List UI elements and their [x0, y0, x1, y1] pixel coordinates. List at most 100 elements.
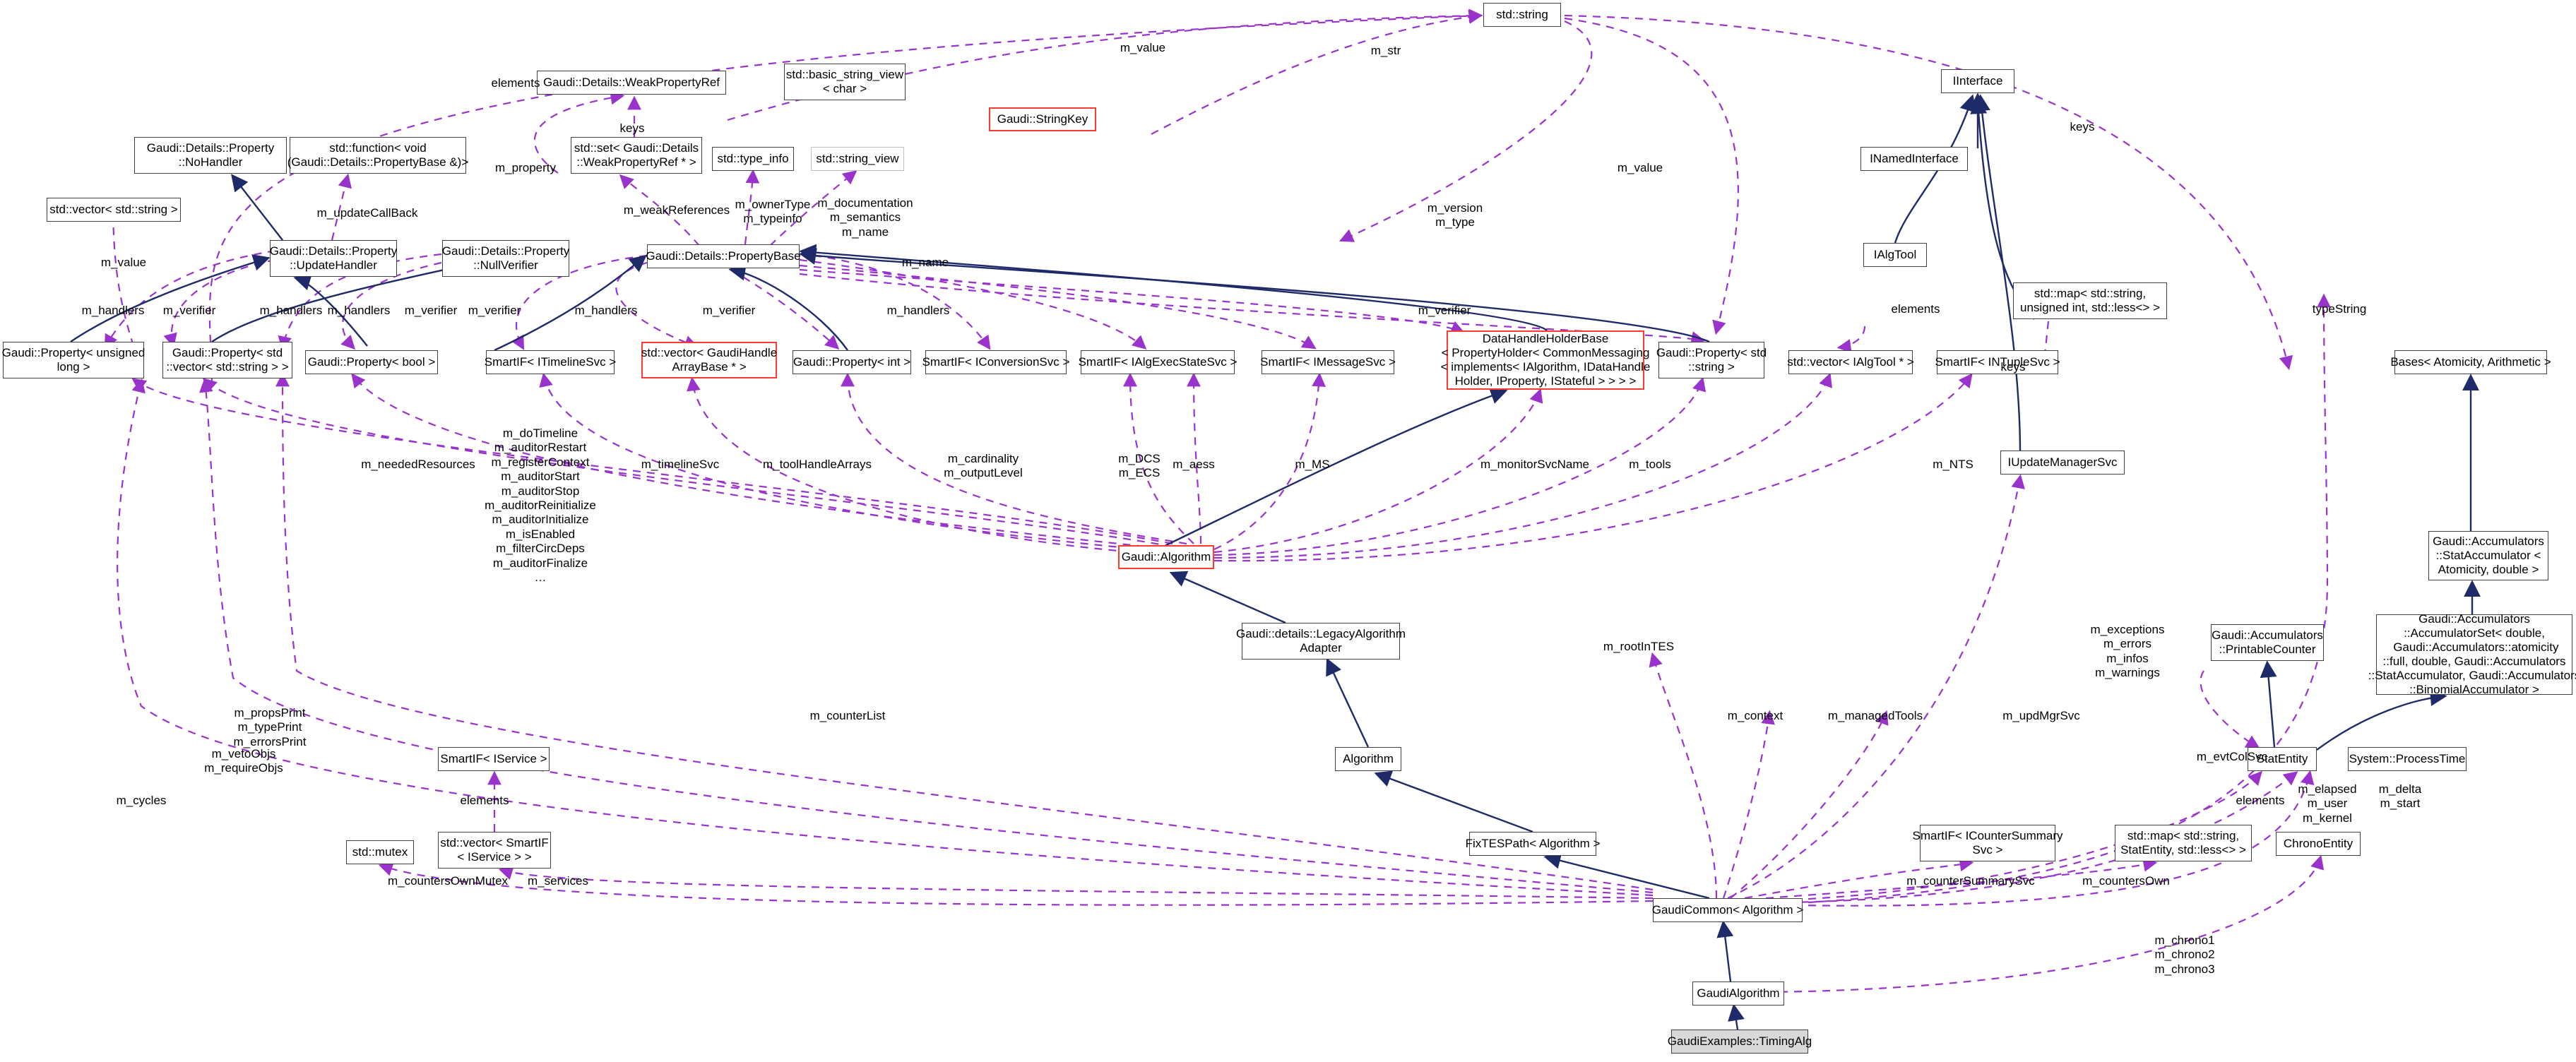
- class-node-smartif_iservice[interactable]: SmartIF< IService >: [438, 747, 550, 771]
- edge-label: m_NTS: [1933, 458, 1973, 471]
- edge-label: m_counterList: [809, 709, 886, 722]
- class-node-smartif_conv[interactable]: SmartIF< IConversionSvc >: [922, 350, 1069, 374]
- edge-label: m_verifier: [702, 304, 756, 317]
- class-node-ialgtool[interactable]: IAlgTool: [1863, 243, 1927, 267]
- class-node-prop_bool[interactable]: Gaudi::Property< bool >: [305, 350, 438, 374]
- class-node-string_view[interactable]: std::string_view: [811, 147, 904, 171]
- class-node-smartif_ctrsum[interactable]: SmartIF< ICounterSummary Svc >: [1912, 825, 2063, 861]
- class-node-smartif_msg[interactable]: SmartIF< IMessageSvc >: [1260, 350, 1396, 374]
- class-node-iupdatemanager[interactable]: IUpdateManagerSvc: [2000, 451, 2125, 475]
- class-node-dhhbase[interactable]: DataHandleHolderBase < PropertyHolder< C…: [1441, 330, 1650, 390]
- class-node-prop_ulong[interactable]: Gaudi::Property< unsigned long >: [2, 342, 145, 378]
- class-node-std_function[interactable]: std::function< void (Gaudi::Details::Pro…: [287, 137, 468, 174]
- edge-label: m_handlers: [81, 304, 145, 317]
- class-node-vec_handlearray[interactable]: std::vector< GaudiHandle ArrayBase * >: [641, 342, 777, 378]
- edge-label: m_DCS m_ECS: [1118, 452, 1161, 480]
- class-node-statentity[interactable]: StatEntity: [2248, 747, 2317, 771]
- edge-label: m_vetoObjs m_requireObjs: [204, 747, 283, 775]
- class-node-nohandler[interactable]: Gaudi::Details::Property ::NoHandler: [134, 137, 287, 174]
- edge-label: m_neededResources: [361, 458, 475, 471]
- edge-label: m_verifier: [1418, 304, 1471, 317]
- class-node-prop_vecstr[interactable]: Gaudi::Property< std ::vector< std::stri…: [162, 342, 292, 378]
- edge-label: m_value: [1617, 161, 1663, 174]
- class-node-inamedinterface[interactable]: INamedInterface: [1860, 147, 1968, 171]
- class-node-nullverifier[interactable]: Gaudi::Details::Property ::NullVerifier: [442, 240, 569, 277]
- edge-label: m_elapsed m_user m_kernel: [2298, 782, 2357, 825]
- edge-label: m_cardinality m_outputLevel: [944, 452, 1023, 480]
- edge-label: m_verifier: [404, 304, 458, 317]
- edge-label: m_MS: [1295, 458, 1330, 471]
- edge-label: m_counterSummarySvc: [1906, 874, 2035, 888]
- class-node-std_mutex[interactable]: std::mutex: [346, 840, 414, 864]
- edge-label: elements: [460, 794, 509, 807]
- edge-label: keys: [2070, 120, 2095, 133]
- edge-label: elements: [491, 76, 540, 90]
- edge-label: m_doTimeline m_auditorRestart m_register…: [485, 426, 596, 584]
- edge-label: m_evtColSvc: [2196, 750, 2268, 763]
- edge-label: m_propsPrint m_typePrint m_errorsPrint: [233, 706, 307, 748]
- class-node-algorithm[interactable]: Algorithm: [1335, 747, 1401, 771]
- class-node-vec_string[interactable]: std::vector< std::string >: [47, 198, 181, 222]
- edge-label: m_verifier: [468, 304, 521, 317]
- class-node-std_set_weak[interactable]: std::set< Gaudi::Details ::WeakPropertyR…: [571, 137, 702, 174]
- edge-label: m_monitorSvcName: [1480, 458, 1589, 471]
- edge-label: elements: [1891, 302, 1940, 316]
- class-node-std_string[interactable]: std::string: [1483, 3, 1561, 27]
- edge-label: m_handlers: [327, 304, 391, 317]
- edge-label: typeString: [2312, 302, 2367, 316]
- class-node-printablecounter[interactable]: Gaudi::Accumulators ::PrintableCounter: [2211, 624, 2324, 661]
- edge-label: m_ownerType m_typeinfo: [735, 198, 811, 226]
- class-node-bases_atomicity[interactable]: Bases< Atomicity, Arithmetic >: [2390, 350, 2551, 374]
- edge-label: m_delta m_start: [2378, 782, 2422, 811]
- class-node-gaudi_algorithm_c[interactable]: Gaudi::Algorithm: [1118, 545, 1214, 569]
- edge-label: m_chrono1 m_chrono2 m_chrono3: [2154, 933, 2215, 976]
- edge-label: m_rootInTES: [1603, 640, 1675, 653]
- edge-label: m_cycles: [116, 794, 167, 807]
- edge-label: m_countersOwn: [2082, 874, 2170, 888]
- class-node-basic_string_view[interactable]: std::basic_string_view < char >: [784, 64, 906, 100]
- class-node-stringkey[interactable]: Gaudi::StringKey: [989, 107, 1096, 131]
- class-node-smartif_algexec[interactable]: SmartIF< IAlgExecStateSvc >: [1079, 350, 1237, 374]
- class-node-map_str_uint[interactable]: std::map< std::string, unsigned int, std…: [2013, 282, 2167, 319]
- class-node-map_statentity[interactable]: std::map< std::string, StatEntity, std::…: [2115, 825, 2252, 861]
- class-node-smartif_ntuple[interactable]: SmartIF< INTupleSvc >: [1935, 350, 2060, 374]
- class-node-prop_int[interactable]: Gaudi::Property< int >: [793, 350, 911, 374]
- class-node-vec_ialgtool[interactable]: std::vector< IAlgTool * >: [1787, 350, 1914, 374]
- edge-label: m_updateCallBack: [316, 206, 418, 220]
- class-node-updatehandler[interactable]: Gaudi::Details::Property ::UpdateHandler: [270, 240, 397, 277]
- edge-label: m_tools: [1629, 458, 1671, 471]
- edge-label: m_aess: [1173, 458, 1215, 471]
- class-node-smartif_timeline[interactable]: SmartIF< ITimelineSvc >: [485, 350, 616, 374]
- edge-label: m_property: [495, 161, 556, 174]
- class-node-prop_std_string[interactable]: Gaudi::Property< std ::string >: [1656, 342, 1767, 378]
- class-node-processtime[interactable]: System::ProcessTime: [2348, 747, 2467, 771]
- edge-label: m_handlers: [574, 304, 638, 317]
- class-node-gaudialgorithm[interactable]: GaudiAlgorithm: [1692, 982, 1784, 1006]
- edge-label: m_verifier: [162, 304, 216, 317]
- edge-label: keys: [2000, 360, 2026, 374]
- class-node-timingalg[interactable]: GaudiExamples::TimingAlg: [1668, 1030, 1812, 1054]
- edge-label: m_handlers: [886, 304, 950, 317]
- class-node-fixtespath[interactable]: FixTESPath< Algorithm >: [1466, 832, 1600, 856]
- class-node-gaudicommon[interactable]: GaudiCommon< Algorithm >: [1652, 898, 1803, 922]
- edge-label: m_timelineSvc: [641, 458, 720, 471]
- class-node-vec_smartif_isvc[interactable]: std::vector< SmartIF < IService > >: [438, 832, 551, 869]
- class-node-chronoentity[interactable]: ChronoEntity: [2276, 832, 2361, 856]
- class-node-legacyadapter[interactable]: Gaudi::details::LegacyAlgorithm Adapter: [1236, 623, 1406, 660]
- edge-label: m_documentation m_semantics m_name: [817, 196, 913, 239]
- class-node-iinterface[interactable]: IInterface: [1941, 69, 2014, 93]
- edge-label: m_name: [901, 256, 949, 269]
- edge-label: m_updMgrSvc: [2002, 709, 2080, 722]
- class-node-accset[interactable]: Gaudi::Accumulators ::AccumulatorSet< do…: [2368, 611, 2576, 697]
- edge-label: m_countersOwnMutex: [387, 874, 509, 888]
- class-node-statacc[interactable]: Gaudi::Accumulators ::StatAccumulator < …: [2428, 531, 2548, 580]
- edge-label: elements: [2236, 794, 2285, 807]
- class-node-type_info[interactable]: std::type_info: [712, 147, 794, 171]
- edge-label: keys: [619, 121, 645, 135]
- edge-label: m_services: [528, 874, 588, 888]
- class-node-propertybase[interactable]: Gaudi::Details::PropertyBase: [646, 244, 801, 268]
- edge-label: m_managedTools: [1827, 709, 1923, 722]
- edge-label: m_handlers: [259, 304, 323, 317]
- class-node-weakpropref[interactable]: Gaudi::Details::WeakPropertyRef: [537, 71, 726, 95]
